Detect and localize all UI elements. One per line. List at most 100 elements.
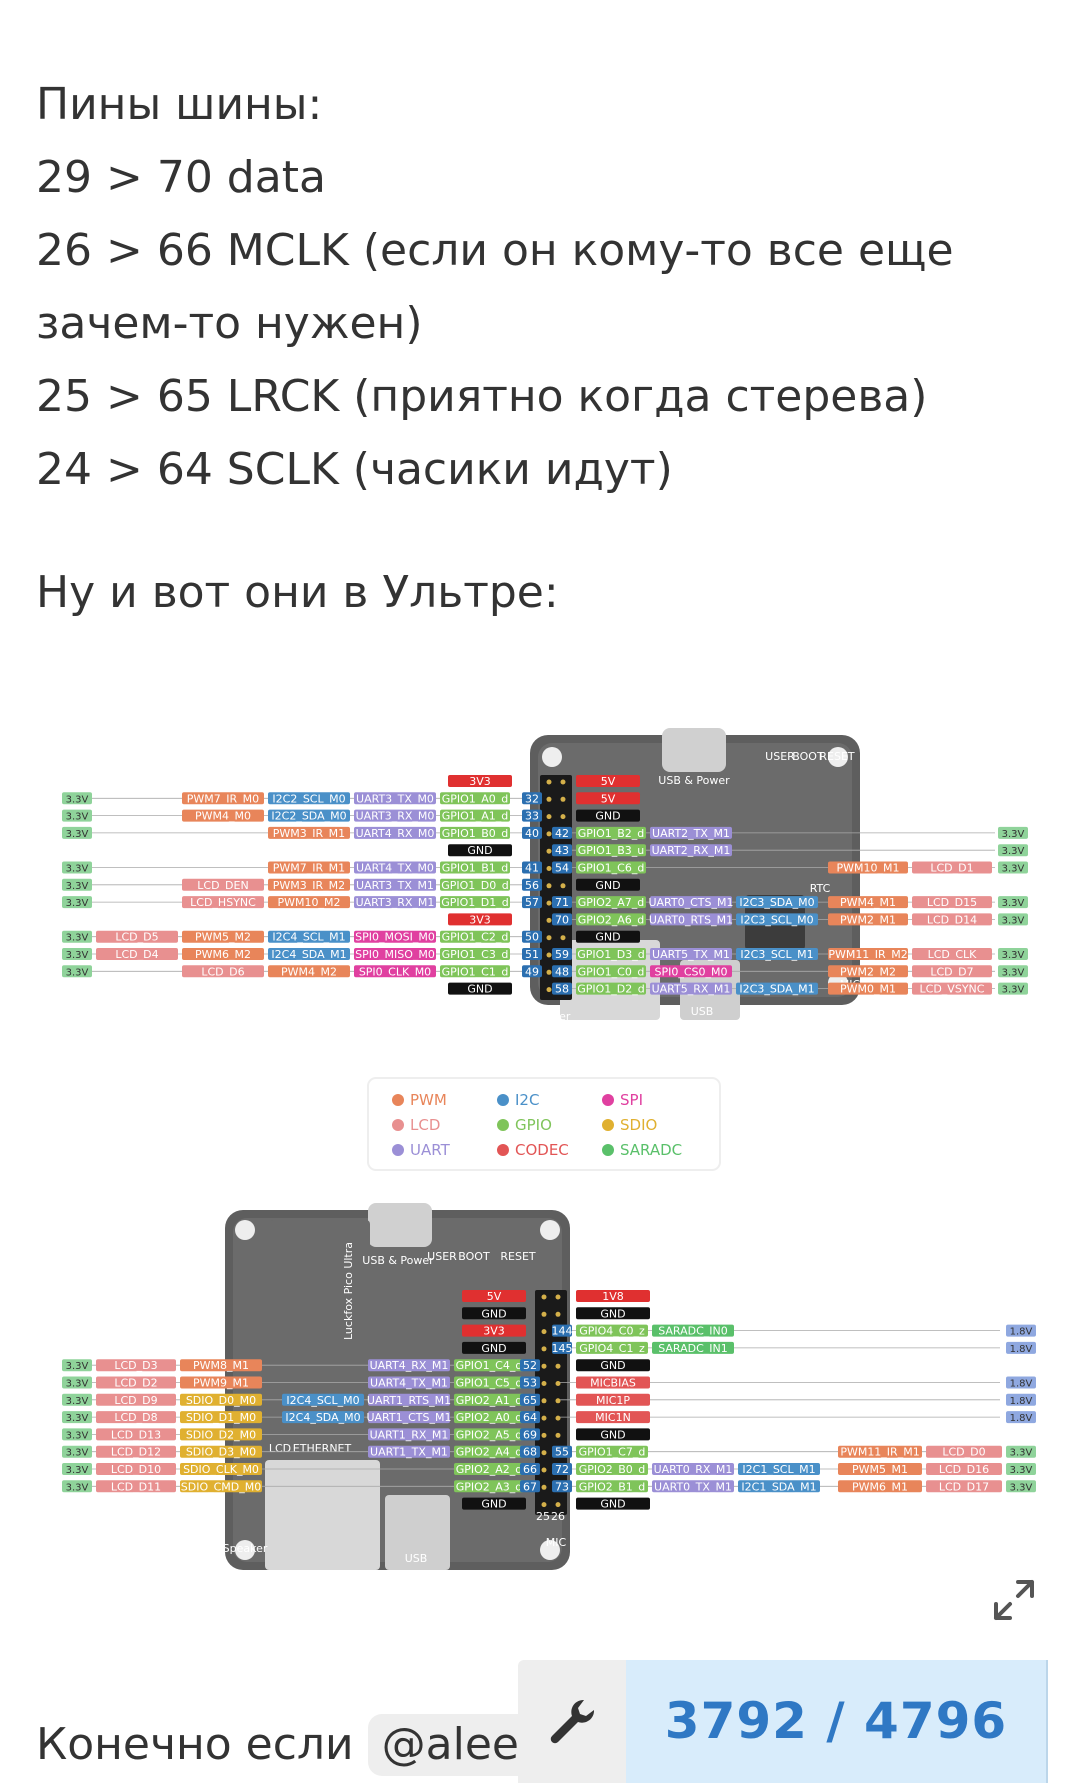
legend-dot bbox=[392, 1144, 404, 1156]
pin-label-text: 3.3V bbox=[1002, 985, 1025, 996]
pin-label: MIC1P bbox=[576, 1393, 650, 1407]
board-silkscreen: BOOT bbox=[458, 1250, 490, 1263]
pin-label: GPIO1_D0_d bbox=[440, 878, 510, 892]
pin-label-text: 5V bbox=[487, 1290, 502, 1303]
pin-label-text: UART4_RX_M1 bbox=[370, 1359, 449, 1372]
pin-label: PWM4_M1 bbox=[828, 896, 908, 909]
pin-label: 1.8V bbox=[1006, 1411, 1036, 1424]
pin-number-text: 69 bbox=[523, 1428, 537, 1441]
pin-label: 3.3V bbox=[62, 965, 92, 978]
header-pin bbox=[541, 1311, 547, 1317]
header-pin bbox=[555, 1311, 561, 1317]
pin-label: PWM10_M1 bbox=[828, 861, 908, 875]
legend-label: PWM bbox=[410, 1091, 447, 1109]
pin-label: PWM2_M1 bbox=[828, 913, 908, 926]
pin-label: 3.3V bbox=[62, 792, 92, 805]
legend-label: SDIO bbox=[620, 1116, 657, 1134]
pin-label-text: GND bbox=[595, 810, 620, 823]
pin-number: 53 bbox=[520, 1376, 540, 1390]
text-line: зачем-то нужен) bbox=[36, 298, 423, 349]
pin-label-text: SPI0_MISO_M0 bbox=[355, 948, 435, 961]
pin-label: GND bbox=[462, 1497, 526, 1511]
pin-label-text: 3.3V bbox=[66, 1413, 89, 1424]
pin-label: I2C2_SCL_M0 bbox=[268, 792, 350, 805]
pin-label: 3.3V bbox=[62, 930, 92, 944]
tools-button[interactable] bbox=[518, 1660, 626, 1783]
header-pin bbox=[555, 1363, 561, 1369]
pin-label: LCD_D4 bbox=[96, 948, 178, 961]
pin-label-text: LCD_D10 bbox=[111, 1463, 161, 1476]
pin-label: 5V bbox=[576, 792, 640, 805]
pin-label-text: LCD_D0 bbox=[942, 1446, 985, 1459]
legend-label: CODEC bbox=[515, 1141, 569, 1159]
header-pin bbox=[546, 952, 552, 958]
header-pin bbox=[541, 1484, 547, 1490]
pin-label: 3.3V bbox=[998, 844, 1028, 857]
pin-label-text: GPIO4_C0_z bbox=[579, 1325, 645, 1338]
pin-number: 58 bbox=[552, 982, 572, 996]
legend bbox=[367, 1077, 721, 1171]
pin-label: PWM6_M2 bbox=[182, 948, 264, 961]
mount-hole bbox=[235, 1220, 255, 1240]
pin-label: GPIO1_A0_d bbox=[440, 792, 510, 805]
pin-label: 3V3 bbox=[448, 913, 512, 926]
header-pin bbox=[555, 1381, 561, 1386]
header-pin bbox=[546, 814, 552, 820]
pinout-image[interactable]: USB & PowerUSERBOOTRESETRTCSpeakerUSBMIC… bbox=[0, 700, 1080, 1630]
pin-label-text: GPIO2_A1_d bbox=[456, 1394, 523, 1407]
pin-label-text: SDIO_D2_M0 bbox=[186, 1428, 256, 1441]
pin-label: 1V8 bbox=[576, 1290, 650, 1303]
pin-label: PWM4_M2 bbox=[268, 965, 350, 978]
pin-number-text: 52 bbox=[523, 1359, 537, 1372]
pin-number-text: 53 bbox=[523, 1377, 537, 1390]
pin-label-text: 1.8V bbox=[1010, 1413, 1033, 1424]
pin-label-text: GPIO2_A7_d bbox=[578, 896, 645, 909]
legend-dot bbox=[392, 1094, 404, 1106]
legend-dot bbox=[497, 1119, 509, 1131]
pin-number-text: 65 bbox=[523, 1394, 537, 1407]
pin-label-text: 3.3V bbox=[66, 933, 89, 944]
pin-label-text: GPIO1_B0_d bbox=[442, 827, 509, 840]
pin-label: LCD_D16 bbox=[926, 1463, 1002, 1476]
text-line: Ну и вот они в Ультре: bbox=[36, 567, 559, 618]
pin-label: I2C4_SDA_M0 bbox=[282, 1411, 364, 1424]
pin-label: GPIO1_B3_u bbox=[576, 844, 646, 857]
pin-label: SDIO_D3_M0 bbox=[180, 1445, 262, 1459]
pin-label: I2C3_SCL_M1 bbox=[736, 948, 818, 961]
pin-label-text: LCD_D4 bbox=[115, 948, 158, 961]
pin-label-text: GND bbox=[600, 1498, 625, 1511]
pin-label: 3V3 bbox=[462, 1324, 526, 1338]
pin-number-text: 56 bbox=[525, 879, 539, 892]
pin-label: GPIO2_A7_d bbox=[576, 896, 646, 909]
pin-label: SDIO_D0_M0 bbox=[180, 1393, 262, 1407]
pin-number: 59 bbox=[552, 948, 572, 961]
pin-label-text: GPIO2_A2_d bbox=[456, 1463, 523, 1476]
pin-label-text: MIC1N bbox=[595, 1411, 631, 1424]
pin-label-text: PWM3_IR_M2 bbox=[273, 879, 345, 892]
pin-label: SARADC_IN1 bbox=[652, 1341, 734, 1355]
pin-label: UART0_CTS_M1 bbox=[648, 896, 734, 909]
pin-label-text: I2C3_SDA_M0 bbox=[739, 896, 814, 909]
header-pin bbox=[546, 987, 552, 993]
pin-number-text: 64 bbox=[523, 1411, 537, 1424]
expand-icon[interactable] bbox=[988, 1574, 1040, 1626]
pin-label-text: UART1_RX_M1 bbox=[370, 1428, 449, 1441]
pin-label-text: LCD_D1 bbox=[930, 862, 973, 875]
page-counter[interactable]: 3792 / 4796 bbox=[626, 1660, 1048, 1783]
pin-label-text: SPI0_CLK_M0 bbox=[359, 965, 431, 978]
text-line: 25 > 65 LRCK (приятно когда стерева) bbox=[36, 371, 928, 422]
board-silkscreen: ETHERNET bbox=[293, 1442, 352, 1455]
pin-label: GPIO1_C2_d bbox=[440, 930, 510, 944]
pin-label: 3.3V bbox=[62, 826, 92, 840]
pin-label: GND bbox=[576, 1497, 650, 1511]
pin-label-text: GPIO1_C7_d bbox=[579, 1446, 646, 1459]
pin-label: 1.8V bbox=[1006, 1324, 1036, 1338]
legend-label: SPI bbox=[620, 1091, 643, 1109]
pin-label-text: UART1_RTS_M1 bbox=[367, 1394, 451, 1407]
pin-label: SARADC_IN0 bbox=[652, 1324, 734, 1338]
pin-number-text: 71 bbox=[555, 896, 569, 909]
pin-label: 3.3V bbox=[1006, 1480, 1036, 1493]
pin-label-text: GND bbox=[600, 1428, 625, 1441]
pin-label: LCD_D15 bbox=[912, 896, 992, 909]
pinout-diagram: USB & PowerUSERBOOTRESETRTCSpeakerUSBMIC… bbox=[62, 728, 1036, 1570]
